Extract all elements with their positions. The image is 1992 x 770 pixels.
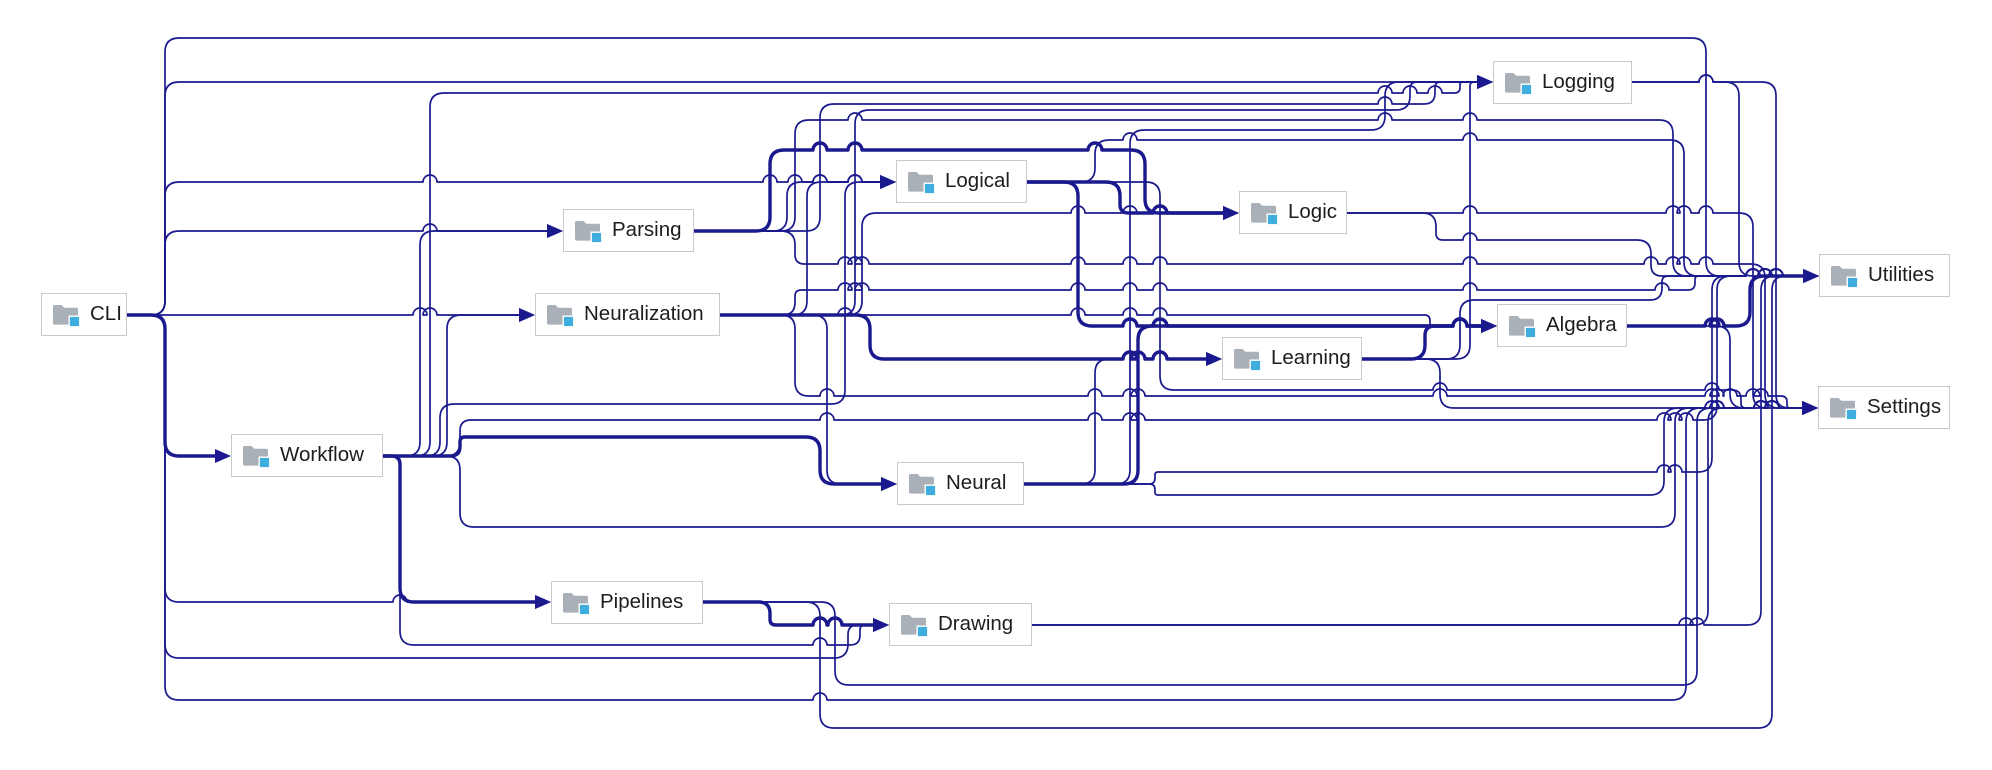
arrowhead-logging bbox=[1477, 75, 1493, 89]
edge-neural-learning bbox=[1023, 351, 1208, 485]
node-neural[interactable]: Neural bbox=[897, 462, 1024, 505]
edge-cli-neuralization bbox=[126, 307, 521, 316]
folder-icon bbox=[1830, 398, 1858, 421]
folder-icon bbox=[1505, 73, 1533, 96]
node-algebra[interactable]: Algebra bbox=[1497, 304, 1627, 347]
edge-algebra-utilities bbox=[1625, 274, 1806, 328]
edge-neural-logging bbox=[1023, 81, 1479, 485]
node-cli[interactable]: CLI bbox=[41, 293, 127, 336]
arrowhead-algebra bbox=[1481, 319, 1497, 333]
node-logging[interactable]: Logging bbox=[1493, 61, 1632, 104]
node-label: Utilities bbox=[1868, 263, 1935, 287]
edge-neuralization-algebra bbox=[719, 307, 1483, 327]
node-logic[interactable]: Logic bbox=[1239, 191, 1347, 234]
node-logical[interactable]: Logical bbox=[896, 160, 1027, 203]
node-parsing[interactable]: Parsing bbox=[563, 209, 694, 252]
edge-cli-workflow bbox=[125, 313, 218, 458]
edge-drawing-utilities bbox=[1031, 275, 1805, 626]
node-label: Pipelines bbox=[600, 590, 684, 614]
node-drawing[interactable]: Drawing bbox=[889, 603, 1032, 646]
node-label: Learning bbox=[1271, 346, 1351, 370]
edge-logging-utilities bbox=[1631, 74, 1805, 277]
edge-workflow-logging bbox=[382, 81, 1479, 457]
node-label: Logging bbox=[1542, 70, 1615, 94]
folder-icon bbox=[53, 305, 81, 328]
arrowhead-workflow bbox=[215, 449, 231, 463]
edge-pipelines-settings bbox=[702, 400, 1804, 686]
arrowhead-logical bbox=[880, 175, 896, 189]
folder-icon bbox=[243, 446, 271, 469]
edge-logic-utilities bbox=[1346, 212, 1805, 277]
folder-icon bbox=[901, 615, 929, 638]
node-label: Neural bbox=[946, 471, 1007, 495]
edge-cli-parsing bbox=[126, 223, 549, 316]
edge-pipelines-utilities bbox=[702, 275, 1805, 729]
edge-workflow-neural bbox=[381, 435, 884, 486]
folder-icon bbox=[908, 172, 936, 195]
edge-neuralization-utilities bbox=[719, 268, 1805, 316]
edge-learning-logging bbox=[1361, 81, 1479, 360]
arrowhead-parsing bbox=[547, 224, 563, 238]
node-pipelines[interactable]: Pipelines bbox=[551, 581, 703, 624]
node-label: Neuralization bbox=[584, 302, 704, 326]
edge-neuralization-logical bbox=[719, 174, 882, 316]
node-label: Settings bbox=[1867, 395, 1942, 419]
arrowhead-logic bbox=[1223, 206, 1239, 220]
node-label: Algebra bbox=[1546, 313, 1617, 337]
node-label: Drawing bbox=[938, 612, 1014, 636]
node-label: Logical bbox=[945, 169, 1010, 193]
node-label: CLI bbox=[90, 302, 122, 326]
folder-icon bbox=[909, 474, 937, 497]
node-learning[interactable]: Learning bbox=[1222, 337, 1362, 380]
edge-logic-settings bbox=[1346, 205, 1804, 409]
edge-neural-utilities bbox=[1023, 268, 1805, 485]
node-neuralization[interactable]: Neuralization bbox=[535, 293, 720, 336]
node-workflow[interactable]: Workflow bbox=[231, 434, 383, 477]
node-utilities[interactable]: Utilities bbox=[1819, 254, 1950, 297]
folder-icon bbox=[547, 305, 575, 328]
edge-workflow-neuralization bbox=[382, 314, 521, 457]
edge-drawing-settings bbox=[1031, 400, 1804, 626]
node-label: Logic bbox=[1288, 200, 1338, 224]
folder-icon bbox=[563, 593, 591, 616]
arrowhead-neural bbox=[881, 477, 897, 491]
edge-learning-algebra bbox=[1360, 317, 1484, 361]
node-label: Workflow bbox=[280, 443, 364, 467]
edge-neuralization-neural bbox=[719, 314, 883, 485]
folder-icon bbox=[575, 221, 603, 244]
edge-cli-drawing bbox=[126, 314, 875, 659]
folder-icon bbox=[1831, 266, 1859, 289]
edge-parsing-logging bbox=[693, 81, 1479, 232]
folder-icon bbox=[1251, 203, 1279, 226]
edge-parsing-settings bbox=[693, 230, 1804, 409]
edge-cli-logical bbox=[126, 174, 882, 316]
edge-workflow-parsing bbox=[382, 230, 549, 457]
edge-neuralization-learning bbox=[718, 313, 1209, 361]
arrowhead-drawing bbox=[873, 618, 889, 632]
edge-pipelines-drawing bbox=[701, 600, 876, 627]
arrowhead-learning bbox=[1206, 352, 1222, 366]
edge-learning-settings bbox=[1361, 358, 1804, 409]
edge-logical-settings bbox=[1026, 181, 1804, 409]
edge-neuralization-logging bbox=[719, 81, 1479, 316]
arrowhead-neuralization bbox=[519, 308, 535, 322]
folder-icon bbox=[1234, 349, 1262, 372]
arrowhead-utilities bbox=[1803, 269, 1819, 283]
edge-workflow-logical bbox=[382, 181, 882, 457]
edge-logging-settings bbox=[1631, 74, 1804, 409]
edge-parsing-logic bbox=[692, 141, 1226, 233]
arrowhead-pipelines bbox=[535, 595, 551, 609]
folder-icon bbox=[1509, 316, 1537, 339]
node-settings[interactable]: Settings bbox=[1818, 386, 1950, 429]
node-label: Parsing bbox=[612, 218, 682, 242]
edge-logical-logic bbox=[1025, 180, 1226, 215]
arrowhead-settings bbox=[1802, 401, 1818, 415]
